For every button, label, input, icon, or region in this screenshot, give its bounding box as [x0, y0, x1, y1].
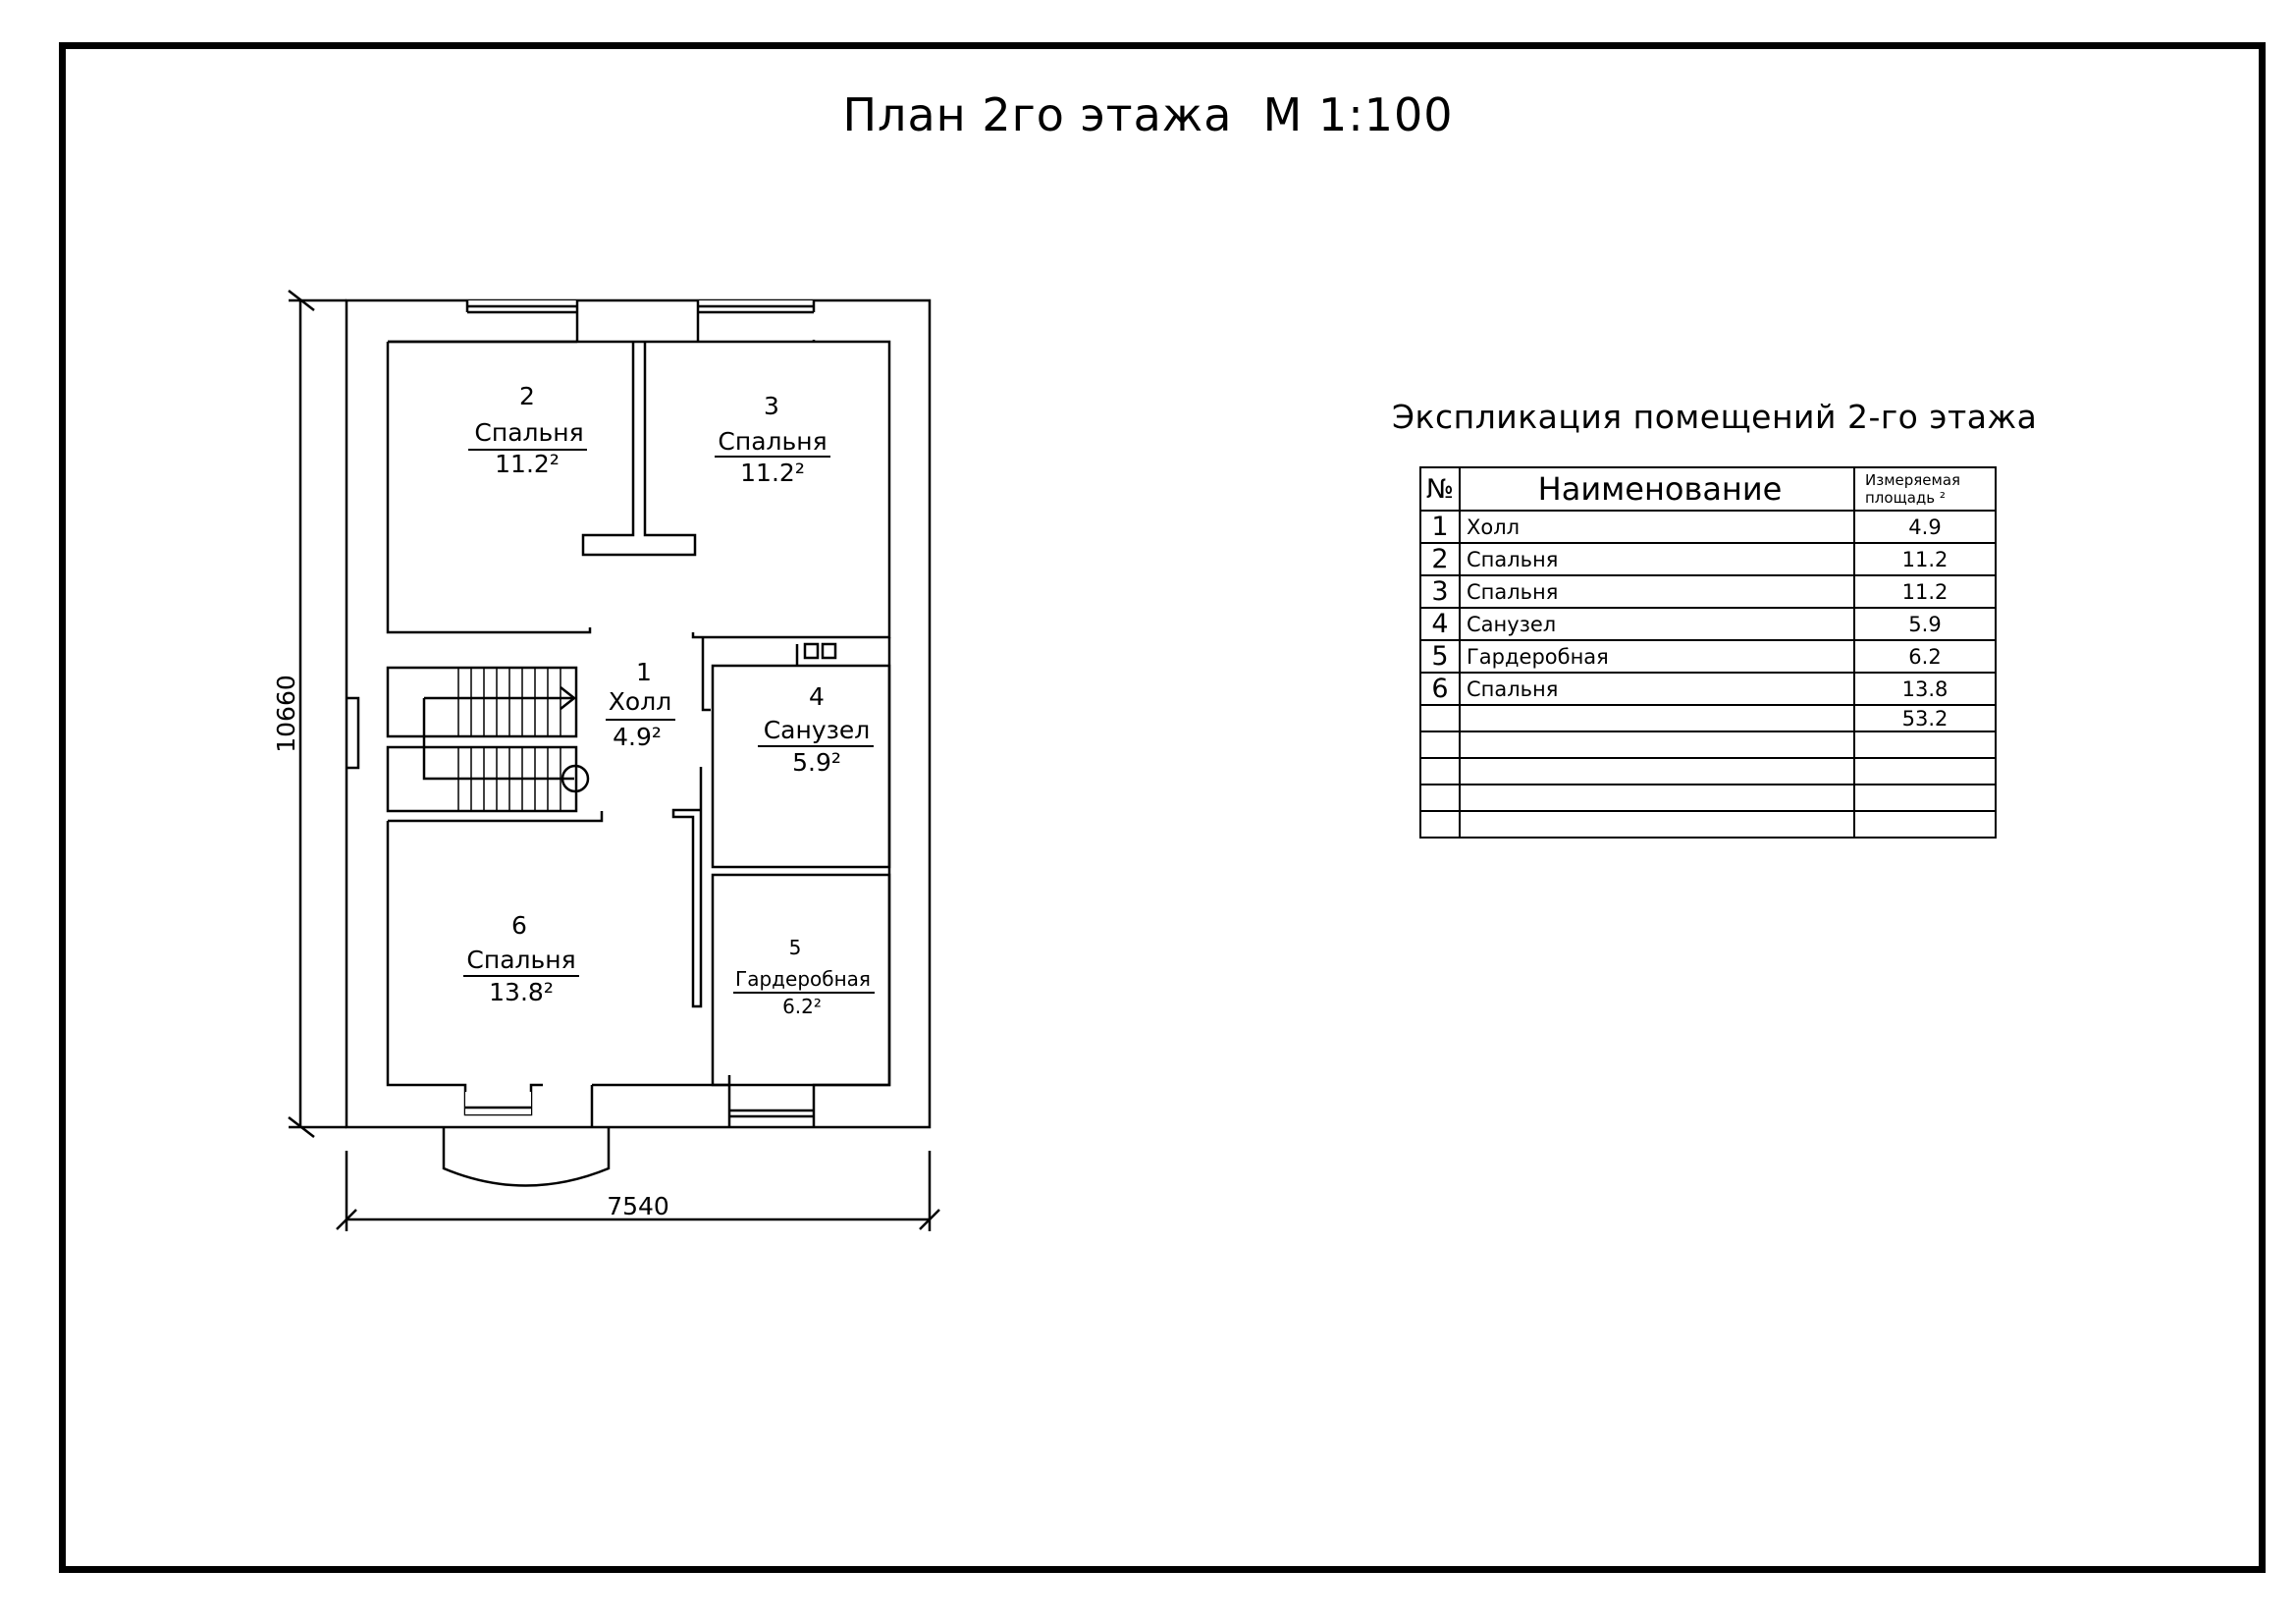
- svg-text:Санузел: Санузел: [764, 716, 871, 744]
- table-row: 3 Спальня 11.2: [1419, 574, 1997, 609]
- row-area: 4.9: [1853, 510, 1997, 544]
- explication-title: Экспликация помещений 2-го этажа: [1392, 398, 2038, 436]
- row-num: 1: [1419, 510, 1461, 544]
- svg-text:4.9²: 4.9²: [613, 723, 662, 751]
- svg-text:11.2²: 11.2²: [495, 450, 560, 478]
- drawing-frame: [59, 42, 2266, 1573]
- svg-text:3: 3: [764, 392, 779, 420]
- room-label-1: 1 Холл 4.9²: [606, 658, 675, 751]
- room-label-4: 4 Санузел 5.9²: [758, 682, 874, 777]
- drawing-title: План 2го этажа М 1:100: [842, 88, 1454, 141]
- empty-row: [1419, 731, 1997, 759]
- table-row: 6 Спальня 13.8: [1419, 672, 1997, 706]
- row-name: Спальня: [1459, 672, 1855, 706]
- explication-header-row: № Наименование Измеряемая площадь ²: [1419, 466, 1997, 512]
- row-num: 3: [1419, 574, 1461, 609]
- header-area-line1: Измеряемая: [1865, 471, 1961, 489]
- svg-text:4: 4: [809, 682, 825, 711]
- svg-text:Спальня: Спальня: [718, 427, 827, 456]
- row-name: Спальня: [1459, 574, 1855, 609]
- svg-text:2: 2: [519, 382, 535, 410]
- room-label-2: 2 Спальня 11.2²: [468, 382, 587, 478]
- svg-text:5.9²: 5.9²: [792, 748, 841, 777]
- svg-text:6.2²: 6.2²: [782, 995, 822, 1018]
- row-num: 5: [1419, 639, 1461, 674]
- svg-text:13.8²: 13.8²: [489, 978, 554, 1006]
- row-name: Холл: [1459, 510, 1855, 544]
- table-row: 5 Гардеробная 6.2: [1419, 639, 1997, 674]
- row-area: 11.2: [1853, 574, 1997, 609]
- row-num: 2: [1419, 542, 1461, 576]
- row-name: Санузел: [1459, 607, 1855, 641]
- row-name: Гардеробная: [1459, 639, 1855, 674]
- row-area: 11.2: [1853, 542, 1997, 576]
- svg-text:6: 6: [511, 911, 527, 940]
- svg-text:Холл: Холл: [609, 687, 671, 716]
- header-name: Наименование: [1459, 466, 1855, 512]
- svg-text:Гардеробная: Гардеробная: [735, 967, 871, 991]
- dimension-height: 10660: [272, 675, 300, 753]
- room-label-5: 5 Гардеробная 6.2²: [733, 936, 875, 1018]
- svg-text:5: 5: [789, 936, 802, 959]
- table-row: 2 Спальня 11.2: [1419, 542, 1997, 576]
- empty-row: [1419, 810, 1997, 839]
- total-row: 53.2: [1419, 704, 1997, 732]
- total-area: 53.2: [1853, 704, 1997, 732]
- row-area: 6.2: [1853, 639, 1997, 674]
- room-label-6: 6 Спальня 13.8²: [463, 911, 579, 1006]
- svg-text:Спальня: Спальня: [474, 418, 583, 447]
- svg-text:1: 1: [636, 658, 652, 686]
- row-area: 5.9: [1853, 607, 1997, 641]
- row-num: 6: [1419, 672, 1461, 706]
- header-area: Измеряемая площадь ²: [1853, 466, 1997, 512]
- row-name: Спальня: [1459, 542, 1855, 576]
- svg-text:Спальня: Спальня: [466, 946, 575, 974]
- room-label-3: 3 Спальня 11.2²: [715, 392, 830, 487]
- dimension-width: 7540: [607, 1192, 669, 1220]
- row-area: 13.8: [1853, 672, 1997, 706]
- empty-row: [1419, 784, 1997, 812]
- svg-text:11.2²: 11.2²: [740, 459, 805, 487]
- header-num: №: [1419, 466, 1461, 512]
- explication-table: № Наименование Измеряемая площадь ² 1 Хо…: [1419, 466, 1997, 839]
- table-row: 1 Холл 4.9: [1419, 510, 1997, 544]
- row-num: 4: [1419, 607, 1461, 641]
- outer-wall-outline: [345, 298, 932, 1129]
- table-row: 4 Санузел 5.9: [1419, 607, 1997, 641]
- empty-row: [1419, 757, 1997, 785]
- header-area-line2: площадь ²: [1865, 489, 1946, 507]
